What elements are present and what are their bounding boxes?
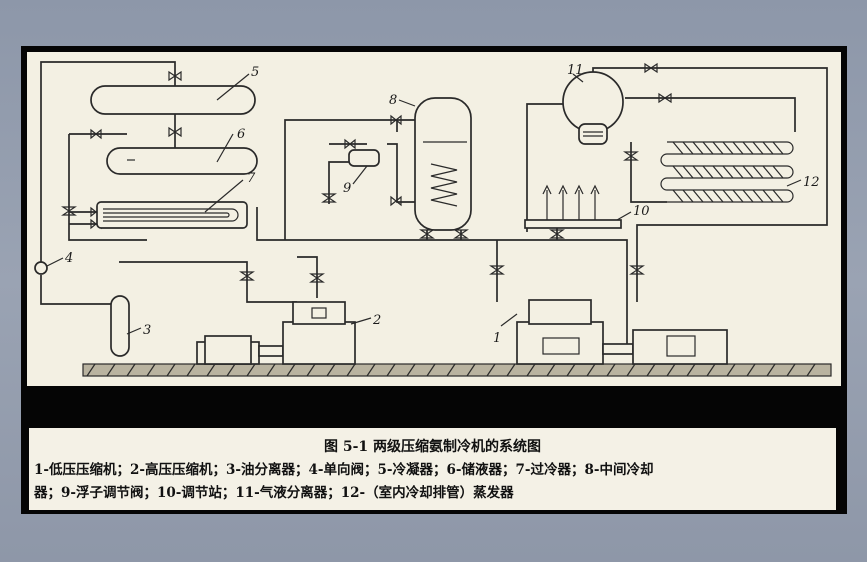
caption-box: 图 5-1 两级压缩氨制冷机的系统图 1-低压压缩机；2-高压压缩机；3-油分离… bbox=[29, 428, 836, 510]
lp-compressor bbox=[516, 321, 604, 365]
oil-separator bbox=[110, 295, 130, 357]
station-arrows bbox=[542, 184, 600, 220]
legend-line-2: 器；9-浮子调节阀；10-调节站；11-气液分离器；12-（室内冷却排管）蒸发器 bbox=[34, 485, 514, 501]
condenser-vessel bbox=[90, 85, 256, 115]
regulating-station bbox=[524, 219, 622, 229]
label-3: 3 bbox=[143, 323, 151, 338]
separator-sump bbox=[578, 123, 608, 145]
label-11: 11 bbox=[567, 63, 584, 78]
hp-compressor-head bbox=[292, 301, 346, 325]
lp-motor bbox=[632, 329, 728, 365]
label-12: 12 bbox=[803, 175, 820, 190]
refrigeration-system-diagram: 5 6 7 4 3 2 1 8 9 10 11 12 bbox=[27, 52, 841, 386]
subcooler-coil bbox=[103, 208, 239, 222]
diagram-svg: 5 6 7 4 3 2 1 8 9 10 11 12 bbox=[34, 61, 832, 377]
gas-liquid-separator bbox=[562, 71, 624, 133]
intercooler-coil bbox=[430, 163, 458, 207]
label-6: 6 bbox=[237, 127, 245, 142]
hp-coupling bbox=[258, 345, 284, 357]
subcooler-vessel bbox=[96, 201, 248, 229]
lp-coupling bbox=[602, 343, 634, 355]
subcooler-coil-inner bbox=[103, 212, 230, 218]
lp-compressor-head bbox=[528, 299, 592, 325]
label-1: 1 bbox=[493, 331, 501, 346]
label-4: 4 bbox=[64, 251, 73, 266]
separator-liquid bbox=[583, 131, 603, 137]
label-9: 9 bbox=[343, 181, 351, 196]
hp-window bbox=[311, 307, 327, 319]
label-2: 2 bbox=[372, 313, 381, 328]
lp-motor-box bbox=[666, 335, 696, 357]
label-8: 8 bbox=[389, 93, 397, 108]
label-7: 7 bbox=[247, 171, 256, 186]
intercooler-vessel bbox=[414, 97, 472, 231]
figure-legend: 1-低压压缩机；2-高压压缩机；3-油分离器；4-单向阀；5-冷凝器；6-储液器… bbox=[34, 459, 834, 505]
float-valve bbox=[348, 149, 380, 167]
hp-motor-body bbox=[204, 335, 252, 365]
legend-line-1: 1-低压压缩机；2-高压压缩机；3-油分离器；4-单向阀；5-冷凝器；6-储液器… bbox=[34, 462, 654, 478]
evaporator-coils bbox=[660, 141, 794, 203]
ground-hatch bbox=[86, 363, 816, 377]
check-valve-4 bbox=[34, 261, 48, 275]
label-10: 10 bbox=[633, 204, 650, 219]
label-5: 5 bbox=[251, 65, 259, 80]
receiver-vessel bbox=[106, 147, 258, 175]
leader-lines bbox=[46, 73, 802, 335]
figure-title: 图 5-1 两级压缩氨制冷机的系统图 bbox=[323, 439, 542, 455]
hp-compressor bbox=[282, 321, 356, 365]
ground-floor bbox=[82, 363, 832, 377]
lp-window bbox=[542, 337, 580, 355]
